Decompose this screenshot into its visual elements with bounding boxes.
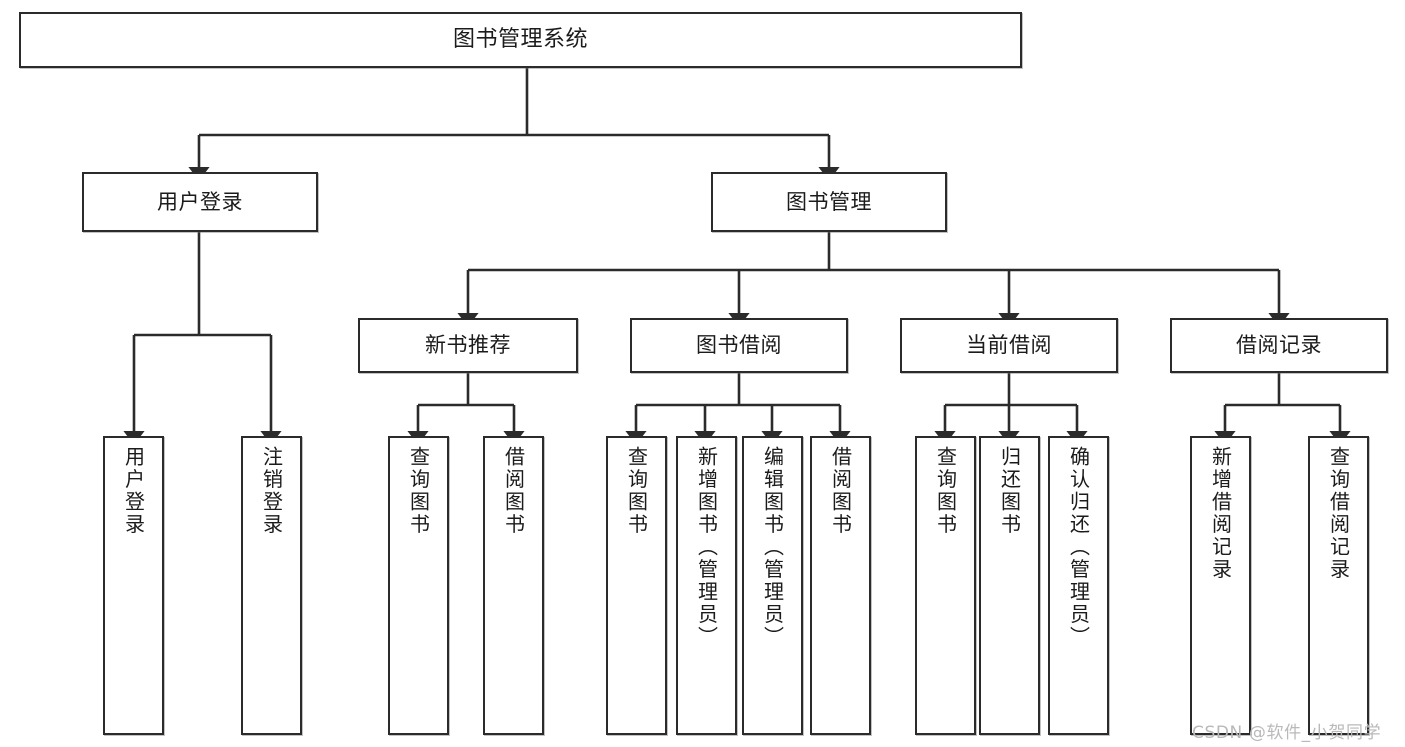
node-leaf-user-login[interactable]: 用户登录 bbox=[103, 436, 164, 735]
node-label: 查询图书 bbox=[624, 446, 649, 536]
node-label: 图书管理 bbox=[786, 189, 872, 214]
node-label: 图书管理系统 bbox=[452, 27, 588, 53]
node-label: 确认归还（管理员） bbox=[1066, 446, 1091, 649]
node-label: 借阅记录 bbox=[1236, 333, 1322, 358]
node-login[interactable]: 用户登录 bbox=[82, 172, 318, 232]
node-borrow[interactable]: 图书借阅 bbox=[630, 318, 848, 373]
node-label: 当前借阅 bbox=[966, 333, 1052, 358]
node-label: 编辑图书（管理员） bbox=[760, 446, 785, 649]
node-leaf-add-book[interactable]: 新增图书（管理员） bbox=[676, 436, 737, 735]
node-label: 借阅图书 bbox=[501, 446, 526, 536]
node-newbook[interactable]: 新书推荐 bbox=[358, 318, 578, 373]
node-leaf-query-record[interactable]: 查询借阅记录 bbox=[1308, 436, 1369, 735]
node-label: 归还图书 bbox=[997, 446, 1022, 536]
node-leaf-confirm-return[interactable]: 确认归还（管理员） bbox=[1048, 436, 1109, 735]
node-label: 注销登录 bbox=[259, 446, 284, 536]
node-label: 新增图书（管理员） bbox=[694, 446, 719, 649]
node-label: 图书借阅 bbox=[696, 333, 782, 358]
node-leaf-query-book-3[interactable]: 查询图书 bbox=[915, 436, 976, 735]
node-leaf-edit-book[interactable]: 编辑图书（管理员） bbox=[742, 436, 803, 735]
node-leaf-return-book[interactable]: 归还图书 bbox=[979, 436, 1040, 735]
node-leaf-query-book-1[interactable]: 查询图书 bbox=[388, 436, 449, 735]
node-leaf-query-book-2[interactable]: 查询图书 bbox=[606, 436, 667, 735]
node-label: 用户登录 bbox=[121, 446, 146, 536]
node-current[interactable]: 当前借阅 bbox=[900, 318, 1118, 373]
node-label: 借阅图书 bbox=[828, 446, 853, 536]
node-label: 查询借阅记录 bbox=[1326, 446, 1351, 581]
node-leaf-borrow-book-1[interactable]: 借阅图书 bbox=[483, 436, 544, 735]
node-label: 新书推荐 bbox=[425, 333, 511, 358]
node-leaf-logout[interactable]: 注销登录 bbox=[241, 436, 302, 735]
node-label: 查询图书 bbox=[933, 446, 958, 536]
node-leaf-borrow-book-2[interactable]: 借阅图书 bbox=[810, 436, 871, 735]
node-bookmgmt[interactable]: 图书管理 bbox=[711, 172, 947, 232]
node-root[interactable]: 图书管理系统 bbox=[19, 12, 1022, 68]
node-label: 新增借阅记录 bbox=[1208, 446, 1233, 581]
node-label: 用户登录 bbox=[157, 189, 243, 214]
node-label: 查询图书 bbox=[406, 446, 431, 536]
node-records[interactable]: 借阅记录 bbox=[1170, 318, 1388, 373]
node-leaf-add-record[interactable]: 新增借阅记录 bbox=[1190, 436, 1251, 735]
